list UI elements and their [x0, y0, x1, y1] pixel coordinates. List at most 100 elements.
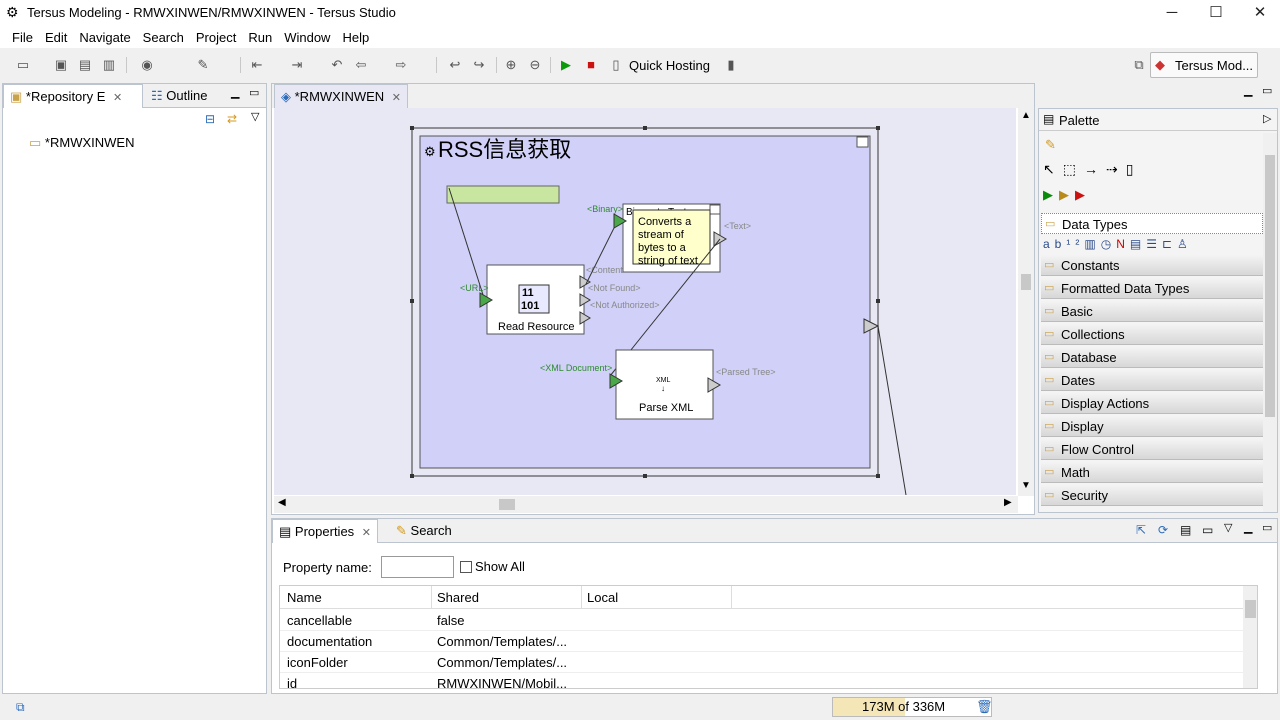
properties-scrollbar[interactable]	[1243, 586, 1257, 688]
search-tool-icon[interactable]: ◉	[141, 57, 153, 72]
back-icon[interactable]: ⇦	[355, 57, 367, 72]
quick-hosting-button[interactable]: Quick Hosting	[629, 58, 710, 73]
hosting-icon[interactable]: ▯	[612, 57, 620, 72]
palette-category-database[interactable]: ▭Database	[1041, 347, 1263, 368]
palette-scrollbar[interactable]	[1263, 133, 1277, 512]
save-icon[interactable]: ▣	[54, 57, 68, 72]
wand-icon[interactable]: ✎	[197, 57, 209, 72]
palette-category-data-types[interactable]: ▭Data Types	[1041, 213, 1263, 234]
step-icon[interactable]: ▶	[1059, 187, 1075, 202]
table-row[interactable]: cancellable false	[280, 610, 1257, 631]
editor-vscrollbar[interactable]: ▲ ▼	[1018, 108, 1034, 496]
menu-run[interactable]: Run	[248, 30, 273, 45]
end-icon[interactable]: ▶	[1075, 187, 1091, 202]
nav-back-icon[interactable]: ⇤	[251, 57, 263, 72]
menu-edit[interactable]: Edit	[44, 30, 68, 45]
column-local[interactable]: Local	[587, 590, 619, 605]
property-name-input[interactable]	[381, 556, 454, 578]
tab-outline[interactable]: ☷ Outline	[145, 84, 213, 108]
note-tool-icon[interactable]: ▯	[1125, 161, 1142, 177]
tab-search[interactable]: ✎ Search	[390, 519, 458, 543]
refresh-icon[interactable]: ⟳	[1158, 523, 1169, 537]
fast-view-icon[interactable]: ⧉	[16, 700, 25, 714]
scroll-thumb[interactable]	[499, 499, 515, 510]
binary-port[interactable]	[613, 213, 627, 229]
file-type-icon[interactable]: ▤	[1129, 237, 1147, 251]
perspective-button[interactable]: ◆ Tersus Mod...	[1150, 52, 1258, 78]
palette-category-security[interactable]: ▭Security	[1041, 485, 1263, 506]
not-found-port[interactable]	[579, 293, 591, 307]
view-menu-icon[interactable]: ▽	[1224, 522, 1233, 534]
stop-icon[interactable]: ■	[587, 57, 595, 72]
garbage-collect-icon[interactable]: 🗑	[976, 699, 993, 714]
tree-type-icon[interactable]: ♙	[1177, 237, 1193, 251]
maximize-button[interactable]: ☐	[1209, 4, 1223, 21]
palette-category-math[interactable]: ▭Math	[1041, 462, 1263, 483]
menu-file[interactable]: File	[12, 30, 33, 45]
close-button[interactable]: ✕	[1253, 4, 1267, 21]
scroll-thumb[interactable]	[1245, 600, 1256, 618]
column-shared[interactable]: Shared	[437, 590, 479, 605]
scroll-thumb[interactable]	[1265, 155, 1275, 417]
zoom-in-icon[interactable]: ⊕	[505, 57, 517, 72]
dashed-connection-icon[interactable]: ⇢	[1105, 161, 1126, 177]
mobile-icon[interactable]: ▮	[727, 57, 735, 72]
minimize-view-icon[interactable]: ▁	[231, 87, 240, 99]
link-editor-icon[interactable]: ⇄	[227, 112, 238, 126]
date-type-icon[interactable]: ◷	[1100, 237, 1117, 251]
undo-icon[interactable]: ↩	[449, 57, 461, 72]
run-icon[interactable]: ▶	[561, 57, 571, 72]
column-name[interactable]: Name	[287, 590, 322, 605]
palette-category-flow-control[interactable]: ▭Flow Control	[1041, 439, 1263, 460]
nav-forward-icon[interactable]: ⇥	[291, 57, 303, 72]
scroll-left-icon[interactable]: ◀	[278, 497, 286, 508]
not-authorized-port[interactable]	[579, 311, 591, 325]
diagram-canvas[interactable]: ⚙ RSS信息获取 11 101 Read Resource <URL> <Co…	[274, 108, 1016, 495]
menu-project[interactable]: Project	[195, 30, 237, 45]
palette-category-collections[interactable]: ▭Collections	[1041, 324, 1263, 345]
new-view-icon[interactable]: ▭	[1202, 523, 1214, 537]
binary-type-icon[interactable]: ▥	[1084, 237, 1101, 251]
print-icon[interactable]: ▥	[102, 57, 116, 72]
select-tool-icon[interactable]: ↖	[1043, 161, 1063, 177]
map-type-icon[interactable]: ⊏	[1161, 237, 1178, 251]
table-row[interactable]: documentation Common/Templates/...	[280, 631, 1257, 652]
view-menu-icon[interactable]: ▽	[251, 111, 260, 123]
marquee-tool-icon[interactable]: ⬚	[1062, 161, 1084, 177]
close-icon[interactable]: ✕	[391, 92, 402, 104]
maximize-editor-icon[interactable]: ▭	[1262, 85, 1273, 97]
scroll-up-icon[interactable]: ▲	[1021, 110, 1031, 121]
menu-help[interactable]: Help	[342, 30, 370, 45]
xml-document-port[interactable]	[609, 373, 623, 389]
url-constant[interactable]	[446, 185, 560, 204]
tab-repository[interactable]: ▣ *Repository E ✕	[3, 84, 143, 108]
new-icon[interactable]: ▭	[16, 57, 30, 72]
close-icon[interactable]: ✕	[113, 92, 123, 104]
palette-category-constants[interactable]: ▭Constants	[1041, 255, 1263, 276]
tree-item-root[interactable]: ▭ *RMWXINWEN	[29, 135, 134, 151]
wand-icon[interactable]: ✎	[1045, 137, 1056, 152]
number-type-icon[interactable]: ¹²	[1066, 237, 1085, 251]
table-row[interactable]: id RMWXINWEN/Mobil...	[280, 673, 1257, 688]
minimize-view-icon[interactable]: ▁	[1244, 522, 1253, 534]
null-type-icon[interactable]: N	[1116, 237, 1130, 251]
content-port[interactable]	[579, 275, 591, 289]
palette-category-display-actions[interactable]: ▭Display Actions	[1041, 393, 1263, 414]
zoom-out-icon[interactable]: ⊖	[529, 57, 541, 72]
tab-properties[interactable]: ▤ Properties ✕	[272, 519, 379, 543]
menu-search[interactable]: Search	[142, 30, 184, 45]
show-all-checkbox[interactable]	[460, 561, 472, 573]
connection-tool-icon[interactable]: →	[1083, 161, 1106, 177]
open-perspective-icon[interactable]: ⧉	[1134, 57, 1144, 72]
parse-xml-node[interactable]	[615, 349, 714, 420]
selection-handles[interactable]	[410, 126, 880, 478]
minimize-button[interactable]: ─	[1166, 4, 1178, 21]
list-type-icon[interactable]: ☰	[1146, 237, 1162, 251]
collapse-icon[interactable]	[856, 136, 869, 148]
palette-category-basic[interactable]: ▭Basic	[1041, 301, 1263, 322]
start-icon[interactable]: ▶	[1043, 187, 1059, 202]
maximize-view-icon[interactable]: ▭	[1262, 522, 1273, 534]
pin-icon[interactable]: ⇱	[1136, 523, 1147, 537]
palette-collapse-icon[interactable]: ▷	[1263, 113, 1272, 125]
menu-navigate[interactable]: Navigate	[79, 30, 131, 45]
